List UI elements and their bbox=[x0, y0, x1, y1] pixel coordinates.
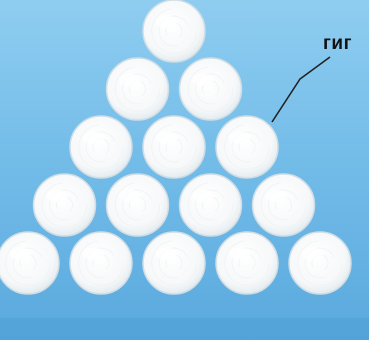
cotton-ball bbox=[216, 232, 278, 294]
bottom-shade bbox=[0, 318, 369, 340]
cotton-ball bbox=[70, 232, 132, 294]
cotton-ball bbox=[216, 116, 278, 178]
cotton-ball bbox=[0, 232, 59, 294]
leader-line bbox=[272, 57, 330, 122]
cotton-ball bbox=[253, 174, 315, 236]
cotton-ball bbox=[107, 58, 169, 120]
cotton-ball bbox=[180, 58, 242, 120]
cotton-ball bbox=[70, 116, 132, 178]
cotton-ball bbox=[143, 232, 205, 294]
cotton-ball bbox=[143, 0, 205, 62]
cotton-ball bbox=[289, 232, 351, 294]
cotton-ball bbox=[143, 116, 205, 178]
cotton-ball bbox=[180, 174, 242, 236]
annotation-label: гиг bbox=[323, 33, 352, 55]
cotton-ball bbox=[34, 174, 96, 236]
cotton-ball bbox=[107, 174, 169, 236]
cotton-balls-group bbox=[0, 0, 351, 294]
